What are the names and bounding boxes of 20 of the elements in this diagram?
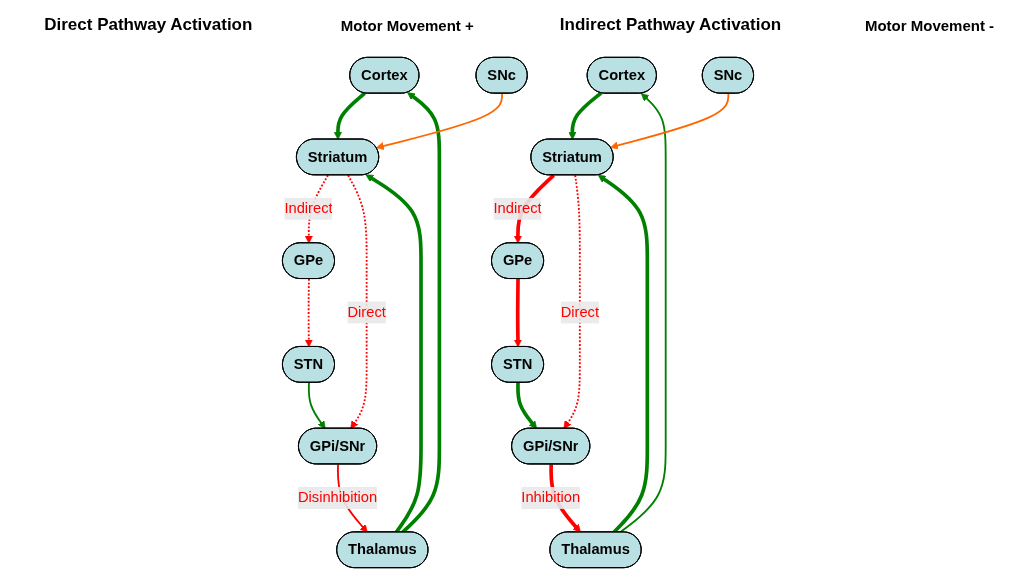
arrow: [513, 278, 522, 348]
edge-label: Indirect: [284, 200, 333, 217]
edge-label: Direct: [347, 304, 386, 320]
edge-label: Direct: [560, 304, 599, 320]
arrow: [333, 91, 366, 140]
arrow: [568, 91, 603, 140]
edge-label: Indirect: [493, 200, 542, 217]
arrow: [610, 92, 730, 150]
edge-label: Disinhibition: [297, 489, 378, 506]
arrow: [376, 92, 503, 150]
annotation-text: Motor Movement +: [340, 16, 474, 34]
arrow: [347, 174, 368, 429]
annotation-text: Motor Movement -: [864, 16, 995, 34]
edge-label: Inhibition: [521, 489, 581, 506]
arrow: [563, 174, 581, 429]
panel-title: Indirect Pathway Activation: [559, 15, 782, 35]
arrow: [304, 278, 313, 348]
arrow: [516, 382, 538, 429]
arrow: [307, 381, 326, 429]
panel-title: Direct Pathway Activation: [44, 15, 253, 35]
